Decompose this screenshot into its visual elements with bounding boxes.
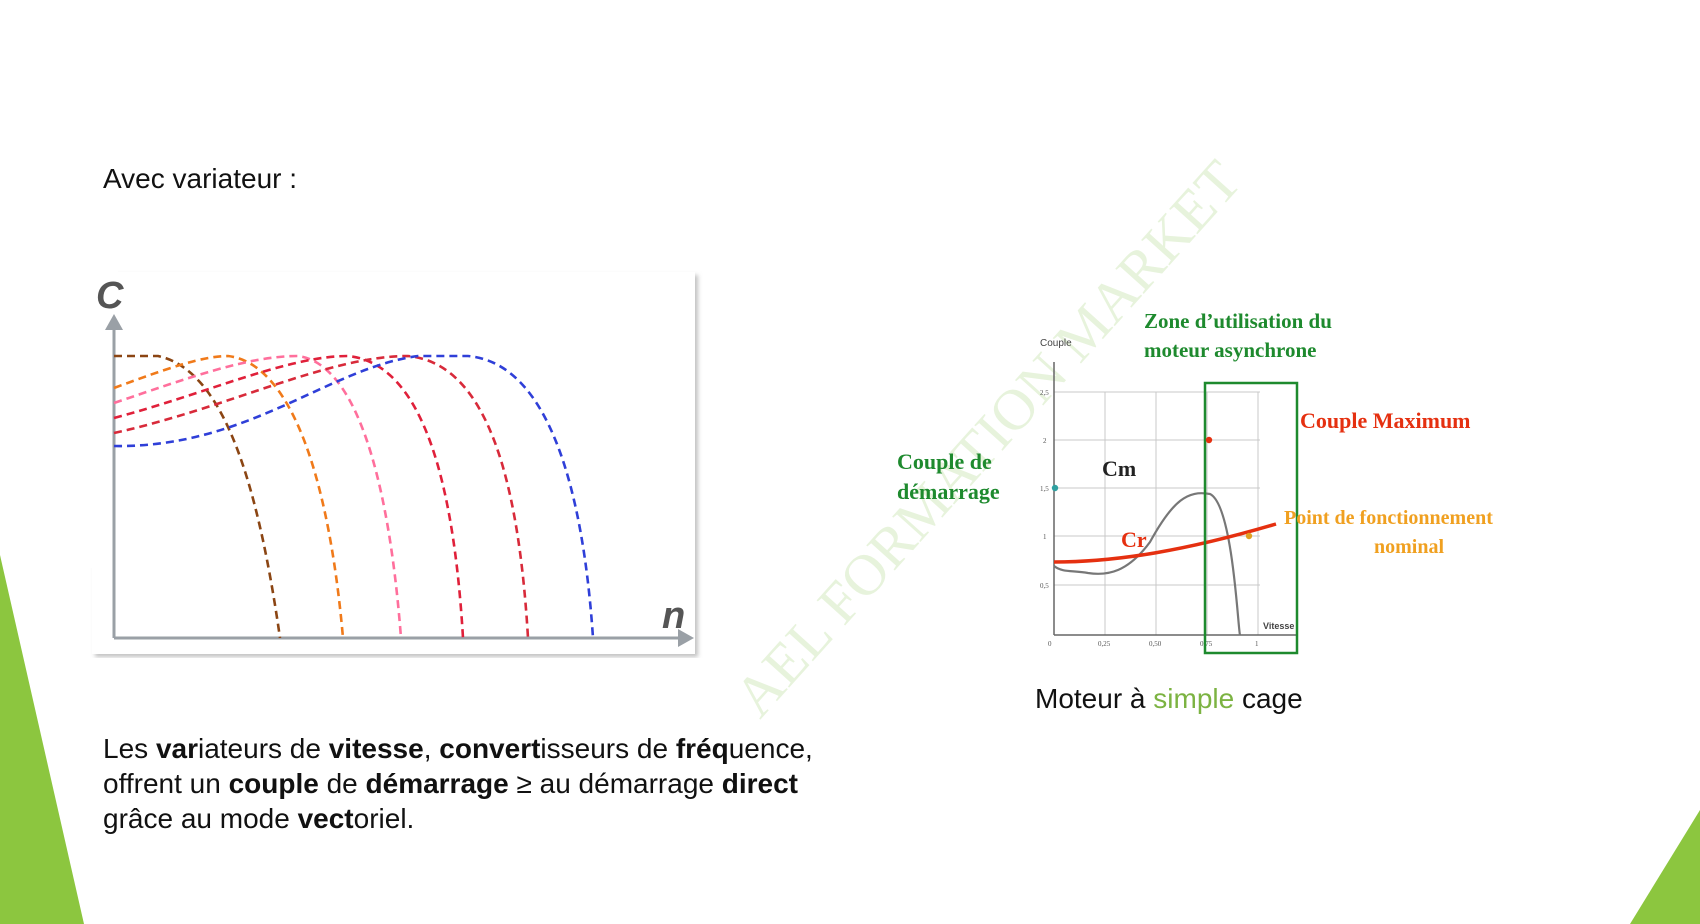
bold-run: démarrage <box>365 768 509 799</box>
text-run: Les <box>103 733 156 764</box>
chart-frame <box>92 272 695 654</box>
motor-chart: Couple Vitesse 2,5 2 1,5 1 0,5 0 0,25 0,… <box>897 309 1493 655</box>
heading: Avec variateur : <box>103 163 298 194</box>
bold-run: convert <box>439 733 541 764</box>
right-green-accent <box>1630 810 1700 924</box>
body-paragraph: Les variateurs de vitesse, convertisseur… <box>103 731 933 836</box>
text-run: uence, <box>728 733 813 764</box>
y-axis-title: Couple <box>1040 338 1072 349</box>
text-run: offrent un <box>103 768 229 799</box>
y-tick: 0,5 <box>1040 582 1049 590</box>
y-tick: 2,5 <box>1040 389 1049 397</box>
curve-6 <box>113 354 595 639</box>
couple-max-label: Couple Maximum <box>1300 408 1471 433</box>
curve-2 <box>113 354 345 639</box>
bold-run: couple <box>228 768 319 799</box>
nominal-point <box>1245 532 1253 540</box>
cm-label: Cm <box>1102 456 1136 481</box>
y-tick: 2 <box>1043 437 1047 445</box>
x-tick: 0,50 <box>1149 640 1162 648</box>
cr-label: Cr <box>1121 527 1147 552</box>
curve-1 <box>114 354 282 639</box>
curve-3 <box>113 354 403 639</box>
y-tick: 1,5 <box>1040 485 1049 493</box>
bold-run: var <box>155 733 198 764</box>
max-torque-point <box>1205 436 1213 444</box>
operating-zone-box <box>1203 381 1299 655</box>
x-axis-label: n <box>662 595 685 637</box>
y-axis-label: C <box>96 275 124 317</box>
text-run: oriel. <box>353 803 415 834</box>
x-tick: 0,25 <box>1098 640 1111 648</box>
variateur-chart: C n <box>88 268 695 654</box>
caption-after: cage <box>1234 683 1303 714</box>
bold-run: direct <box>721 768 798 799</box>
couple-demarrage-line1: Couple de <box>897 449 992 474</box>
caption-before: Moteur à <box>1035 683 1154 714</box>
bold-run: fréq <box>675 733 729 764</box>
zone-label-line2: moteur asynchrone <box>1144 338 1316 362</box>
grid <box>1054 391 1260 635</box>
curve-4 <box>113 354 465 639</box>
bold-run: vect <box>297 803 354 834</box>
text-run: iateurs de <box>197 733 329 764</box>
caption-accent: simple <box>1153 683 1235 714</box>
cm-curve <box>1053 492 1242 636</box>
left-green-accent <box>0 555 84 924</box>
point-nominal-line1: Point de fonctionnement <box>1284 507 1493 529</box>
cr-curve <box>1053 522 1277 564</box>
y-axis-arrow <box>105 314 123 330</box>
x-tick: 0 <box>1048 640 1052 648</box>
y-tick: 1 <box>1043 533 1047 541</box>
curve-5 <box>113 354 530 639</box>
point-nominal-line2: nominal <box>1374 536 1444 558</box>
couple-demarrage-line2: démarrage <box>897 479 1000 504</box>
bold-run: vitesse <box>328 733 424 764</box>
text-run: ≥ au démarrage <box>508 768 722 799</box>
text-run: , <box>423 733 440 764</box>
x-axis-title: Vitesse <box>1263 621 1294 631</box>
x-tick: 0,75 <box>1200 640 1213 648</box>
x-tick: 1 <box>1255 640 1259 648</box>
motor-caption: Moteur à simple cage <box>1035 683 1303 715</box>
start-torque-point <box>1051 484 1059 492</box>
x-axis-arrow <box>678 629 694 647</box>
text-run: isseurs de <box>540 733 676 764</box>
zone-label-line1: Zone d’utilisation du <box>1144 309 1332 333</box>
text-run: de <box>318 768 366 799</box>
text-run: grâce au mode <box>103 803 298 834</box>
